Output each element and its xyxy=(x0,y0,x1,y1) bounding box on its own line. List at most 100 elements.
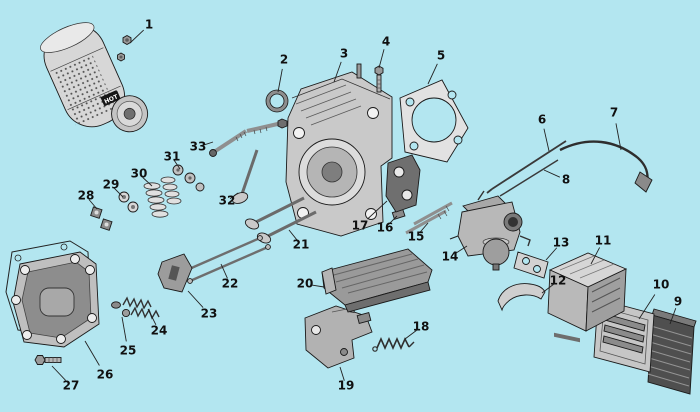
leader-line-11 xyxy=(590,247,601,265)
callout-label-5: 5 xyxy=(437,49,445,63)
valve-cover xyxy=(5,240,100,348)
muffler-outlet-hole xyxy=(123,107,136,120)
muffler: HOT xyxy=(40,22,149,133)
cover-boss xyxy=(39,287,75,317)
callout-label-8: 8 xyxy=(562,173,570,187)
callout-label-26: 26 xyxy=(97,368,114,382)
callout-label-16: 16 xyxy=(377,221,394,235)
air-filter-element xyxy=(647,308,697,395)
heat-shield xyxy=(321,248,433,313)
callout-label-20: 20 xyxy=(297,277,314,291)
callout-label-6: 6 xyxy=(538,113,546,127)
callout-label-28: 28 xyxy=(78,189,95,203)
o-ring-seal xyxy=(265,89,289,113)
throttle-lever xyxy=(477,190,485,201)
fuel-fitting xyxy=(519,235,531,247)
valves xyxy=(244,196,317,244)
callout-label-29: 29 xyxy=(103,178,120,192)
callout-label-23: 23 xyxy=(201,307,218,321)
leader-line-32 xyxy=(229,192,239,200)
leader-line-15 xyxy=(419,222,429,234)
flange-bolt xyxy=(34,355,62,365)
guide-plate xyxy=(157,253,193,293)
callout-label-18: 18 xyxy=(413,320,430,334)
valve xyxy=(231,149,259,204)
spring-retainers xyxy=(172,164,205,192)
callout-label-31: 31 xyxy=(164,150,181,164)
leader-line-10 xyxy=(638,294,656,320)
callout-label-24: 24 xyxy=(151,324,168,338)
head-stud xyxy=(356,63,362,79)
leader-line-16 xyxy=(388,215,398,225)
leader-line-13 xyxy=(545,247,558,261)
leader-line-6 xyxy=(543,128,550,152)
callout-label-2: 2 xyxy=(280,53,288,67)
leader-line-1 xyxy=(129,29,144,44)
governor-rod xyxy=(486,140,567,197)
leader-line-30 xyxy=(142,177,153,187)
callout-label-19: 19 xyxy=(338,379,355,393)
leader-line-19 xyxy=(339,366,345,381)
callout-label-4: 4 xyxy=(382,35,390,49)
leader-line-12 xyxy=(541,283,554,294)
callout-label-1: 1 xyxy=(145,18,153,32)
leader-line-31 xyxy=(173,160,181,170)
idle-screw xyxy=(449,235,459,240)
governor-spring xyxy=(372,337,415,352)
leader-line-23 xyxy=(187,290,204,308)
carb-studs xyxy=(405,201,453,235)
filter-pleats xyxy=(647,325,693,387)
leader-line-22 xyxy=(220,263,228,279)
leader-line-25 xyxy=(121,316,127,342)
leader-line-33 xyxy=(202,141,214,147)
leader-line-21 xyxy=(288,229,298,242)
muffler-nuts xyxy=(117,34,132,62)
callout-label-10: 10 xyxy=(653,278,670,292)
callout-label-15: 15 xyxy=(408,230,425,244)
rocker-bolts xyxy=(209,118,288,157)
leader-line-14 xyxy=(454,245,468,255)
leader-line-9 xyxy=(669,308,677,325)
valve-springs xyxy=(143,176,182,218)
carburetor xyxy=(449,190,531,271)
callout-label-7: 7 xyxy=(610,106,618,120)
callout-label-32: 32 xyxy=(219,194,236,208)
leader-line-27 xyxy=(51,365,67,381)
air-cleaner-cover xyxy=(547,252,628,343)
cooling-fins xyxy=(295,84,362,126)
callout-label-30: 30 xyxy=(131,167,148,181)
leader-line-29 xyxy=(114,188,124,198)
callout-label-3: 3 xyxy=(340,47,348,61)
leader-line-26 xyxy=(84,340,100,366)
cylinder-head xyxy=(285,63,393,237)
insulator-plate xyxy=(385,154,421,213)
leader-line-4 xyxy=(378,49,385,69)
leader-line-17 xyxy=(367,200,388,220)
head-bolt xyxy=(374,65,384,93)
leader-line-3 xyxy=(333,61,342,83)
callout-label-12: 12 xyxy=(550,274,567,288)
governor-arm xyxy=(559,140,653,193)
callout-label-22: 22 xyxy=(222,277,239,291)
leader-line-2 xyxy=(277,68,283,93)
elbow-gasket xyxy=(497,283,546,312)
leader-line-28 xyxy=(88,199,98,210)
callout-label-21: 21 xyxy=(293,238,310,252)
callout-label-14: 14 xyxy=(442,250,459,264)
callout-label-9: 9 xyxy=(674,295,682,309)
head-gasket xyxy=(399,79,469,163)
callout-label-27: 27 xyxy=(63,379,80,393)
valve-nuts xyxy=(90,206,113,231)
callout-label-11: 11 xyxy=(595,234,612,248)
leader-line-24 xyxy=(147,308,157,326)
small-springs xyxy=(122,296,160,320)
callout-label-33: 33 xyxy=(190,140,207,154)
leader-line-20 xyxy=(310,284,325,288)
callout-label-25: 25 xyxy=(120,344,137,358)
spring-seats xyxy=(118,191,139,213)
callout-label-13: 13 xyxy=(553,236,570,250)
carburetor-gasket xyxy=(513,251,549,279)
